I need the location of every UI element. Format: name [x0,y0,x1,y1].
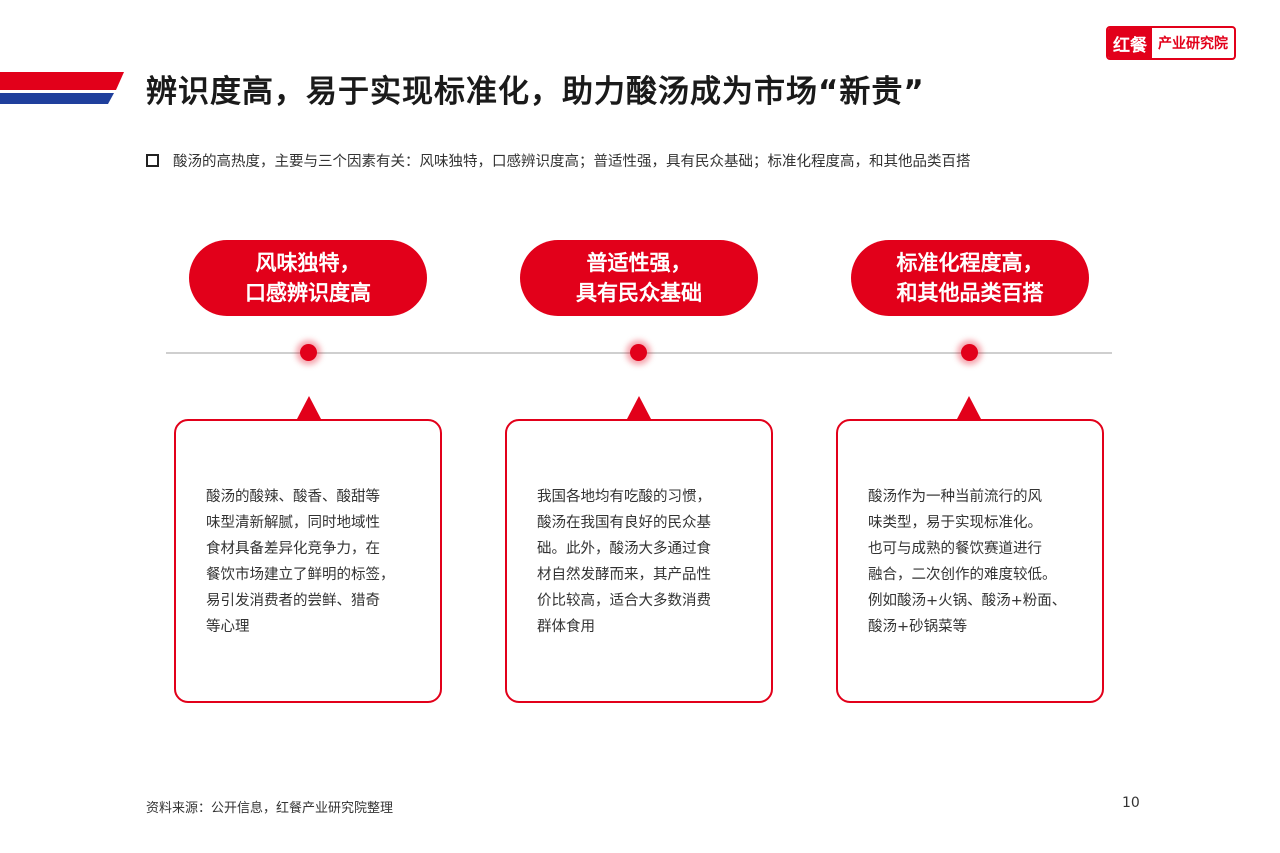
description-line: 例如酸汤+火锅、酸汤+粉面、 [868,593,1067,609]
intro-text: 酸汤的高热度，主要与三个因素有关：风味独特，口感辨识度高；普适性强，具有民众基础… [173,154,971,170]
factor-title-line: 标准化程度高， [896,251,1044,275]
card-pointer [627,396,651,419]
factor-title-line: 和其他品类百搭 [896,281,1044,305]
description-line: 融合，二次创作的难度较低。 [868,567,1057,583]
description-line: 也可与成熟的餐饮赛道进行 [868,541,1042,557]
factor-title-line: 口感辨识度高 [245,281,371,305]
brand-logo-mark: 红餐 [1108,28,1152,58]
description-line: 我国各地均有吃酸的习惯， [537,489,711,505]
factor-title-line: 普适性强， [586,251,692,275]
factor-title-pill: 标准化程度高， 和其他品类百搭 [851,240,1089,316]
source-note: 资料来源：公开信息，红餐产业研究院整理 [146,801,394,816]
description-line: 材自然发酵而来，其产品性 [537,567,711,583]
description-line: 餐饮市场建立了鲜明的标签， [206,567,395,583]
page-title: 辨识度高，易于实现标准化，助力酸汤成为市场“新贵” [146,74,925,110]
description-line: 食材具备差异化竞争力，在 [206,541,380,557]
timeline-dot [961,344,978,361]
card-pointer [297,396,321,419]
page-number: 10 [1122,795,1140,811]
description-line: 酸汤在我国有良好的民众基 [537,515,711,531]
square-bullet-icon [146,154,159,167]
timeline-dot [630,344,647,361]
factor-description: 酸汤作为一种当前流行的风 味类型，易于实现标准化。 也可与成熟的餐饮赛道进行 融… [868,484,1082,640]
description-line: 味型清新解腻，同时地域性 [206,515,380,531]
description-line: 等心理 [206,619,250,635]
description-line: 酸汤的酸辣、酸香、酸甜等 [206,489,380,505]
factor-description: 酸汤的酸辣、酸香、酸甜等 味型清新解腻，同时地域性 食材具备差异化竞争力，在 餐… [206,484,420,640]
factor-card: 酸汤作为一种当前流行的风 味类型，易于实现标准化。 也可与成熟的餐饮赛道进行 融… [836,419,1104,703]
factor-card: 酸汤的酸辣、酸香、酸甜等 味型清新解腻，同时地域性 食材具备差异化竞争力，在 餐… [174,419,442,703]
brand-logo-text: 产业研究院 [1158,36,1228,52]
factor-card: 我国各地均有吃酸的习惯， 酸汤在我国有良好的民众基 础。此外，酸汤大多通过食 材… [505,419,773,703]
description-line: 酸汤+砂锅菜等 [868,619,968,635]
description-line: 群体食用 [537,619,595,635]
description-line: 价比较高，适合大多数消费 [537,593,711,609]
timeline-dot [300,344,317,361]
description-line: 酸汤作为一种当前流行的风 [868,489,1042,505]
factor-title-pill: 普适性强， 具有民众基础 [520,240,758,316]
header-accent-bars [0,72,124,104]
factor-title-line: 风味独特， [255,251,361,275]
card-pointer [957,396,981,419]
description-line: 础。此外，酸汤大多通过食 [537,541,711,557]
intro-bullet: 酸汤的高热度，主要与三个因素有关：风味独特，口感辨识度高；普适性强，具有民众基础… [146,150,971,171]
factor-title-pill: 风味独特， 口感辨识度高 [189,240,427,316]
description-line: 易引发消费者的尝鲜、猎奇 [206,593,380,609]
description-line: 味类型，易于实现标准化。 [868,515,1042,531]
factor-title-line: 具有民众基础 [576,281,702,305]
factor-description: 我国各地均有吃酸的习惯， 酸汤在我国有良好的民众基 础。此外，酸汤大多通过食 材… [537,484,751,640]
brand-logo: 红餐 产业研究院 [1106,26,1236,60]
